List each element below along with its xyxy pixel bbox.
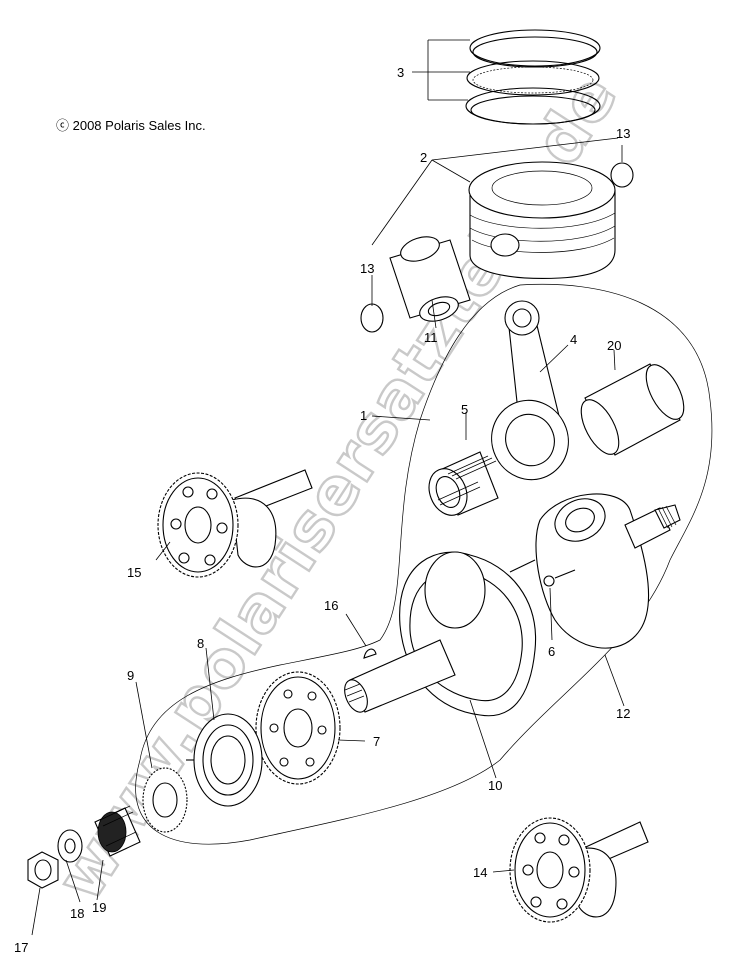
copyright-notice: ⓒ 2008 Polaris Sales Inc. <box>56 118 206 133</box>
balance-shaft-14 <box>509 817 649 923</box>
main-bearing <box>186 713 263 807</box>
woodruff-key-16 <box>363 648 377 659</box>
callout-18: 18 <box>70 906 84 921</box>
leader-lines <box>31 39 625 936</box>
needle-bearing-rod <box>428 451 499 516</box>
callout-16: 16 <box>324 598 338 613</box>
callout-4: 4 <box>570 332 577 347</box>
circlip-left <box>360 303 384 333</box>
callout-19: 19 <box>92 900 106 915</box>
crankshaft-assembly <box>535 493 681 649</box>
piston <box>468 161 616 279</box>
callout-5: 5 <box>461 402 468 417</box>
callout-17: 17 <box>14 940 28 955</box>
callout-7: 7 <box>373 734 380 749</box>
washer <box>57 829 83 863</box>
piston-rings <box>465 29 601 125</box>
callout-6: 6 <box>548 644 555 659</box>
callout-12: 12 <box>616 706 630 721</box>
callout-13-left: 13 <box>360 261 374 276</box>
callout-20: 20 <box>607 338 621 353</box>
piston-pin <box>389 236 471 322</box>
callout-14: 14 <box>473 865 487 880</box>
nut <box>27 851 59 889</box>
circlip-right <box>610 162 634 188</box>
callout-10: 10 <box>488 778 502 793</box>
callout-3: 3 <box>397 65 404 80</box>
gear-9 <box>142 767 188 833</box>
needle-bearing <box>94 805 141 857</box>
callout-2: 2 <box>420 150 427 165</box>
bushing-sleeve <box>580 363 685 456</box>
callout-15: 15 <box>127 565 141 580</box>
balance-shaft-15 <box>157 469 313 578</box>
crankshaft <box>344 551 537 717</box>
callout-13-right: 13 <box>616 126 630 141</box>
callout-1: 1 <box>360 408 367 423</box>
callout-8: 8 <box>197 636 204 651</box>
callout-11: 11 <box>424 330 438 345</box>
callout-labels: 1 2 3 4 5 6 7 8 9 10 11 12 13 13 14 15 1… <box>14 65 630 955</box>
assembly-outline <box>135 284 713 845</box>
woodruff-key-6 <box>543 569 576 587</box>
gear-7 <box>255 671 341 785</box>
connecting-rod <box>491 300 569 481</box>
callout-9: 9 <box>127 668 134 683</box>
